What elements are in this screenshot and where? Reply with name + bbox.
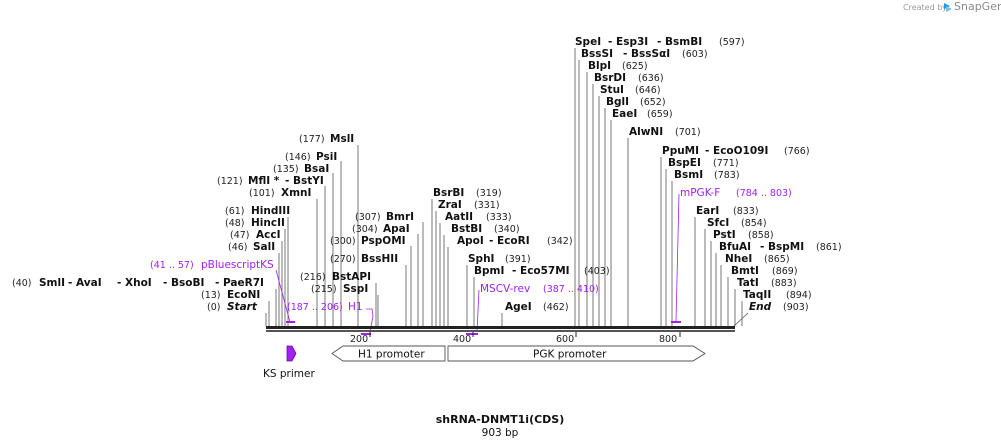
primer-bar-mscv-rev: [466, 333, 478, 335]
tick-label-600: 600: [556, 334, 574, 345]
sequence-backbone: 200 400 600 800: [266, 321, 735, 345]
enzyme-apai[interactable]: (304)ApaI: [352, 223, 410, 235]
enzyme-bpmi[interactable]: BpmI- Eco57MI(403): [474, 265, 610, 277]
enzyme-sali[interactable]: (46)SalI: [228, 241, 275, 253]
enzyme-bstbi[interactable]: BstBI(340): [451, 223, 520, 235]
enzyme-eaei[interactable]: EaeI(659): [612, 108, 673, 120]
enzyme-msli[interactable]: (177)MslI: [299, 133, 354, 145]
enzyme-aatii[interactable]: AatII(333): [445, 211, 512, 223]
enzyme-bmri[interactable]: (307)BmrI: [355, 211, 414, 223]
tick-label-800: 800: [659, 334, 677, 345]
enzyme-agei[interactable]: AgeI(462): [505, 301, 569, 313]
enzyme-eari[interactable]: EarI(833): [696, 205, 759, 217]
tick-label-200: 200: [350, 334, 368, 345]
enzyme-mfli[interactable]: (121)MflI *- BstYI: [217, 175, 324, 187]
enzyme-end[interactable]: End(903): [749, 301, 809, 313]
enzyme-sspi[interactable]: (215)SspI: [311, 283, 368, 295]
enzyme-apoi[interactable]: ApoI- EcoRI(342): [457, 235, 573, 247]
feature-h1-promoter-label: H1 promoter: [358, 349, 425, 361]
enzyme-econi[interactable]: (13)EcoNI: [201, 289, 260, 301]
enzyme-start[interactable]: (0)Start: [207, 301, 258, 313]
primer-bar-pbluescriptks: [286, 321, 295, 323]
map-title: shRNA-DNMT1i(CDS): [436, 413, 565, 426]
primer-bar-mpgk-f: [671, 321, 681, 323]
enzyme-bmti[interactable]: BmtI(869): [731, 265, 798, 277]
enzyme-tati[interactable]: TatI(883): [737, 277, 797, 289]
tick-label-400: 400: [453, 334, 471, 345]
enzyme-xmni[interactable]: (101)XmnI: [249, 187, 311, 199]
brand-label: SnapGene: [954, 0, 1001, 13]
enzyme-bstapi[interactable]: (216)BstAPI: [300, 271, 371, 283]
primer-pbluescriptks[interactable]: (41 .. 57)pBluescriptKS: [150, 259, 274, 271]
enzyme-acci[interactable]: (47)AccI: [230, 229, 280, 241]
primer-pbluescriptks-leader: [275, 269, 291, 323]
primer-labels: (41 .. 57)pBluescriptKS (187 .. 206)H1 M…: [150, 187, 792, 333]
enzyme-bspei[interactable]: BspEI(771): [668, 157, 739, 169]
enzyme-zrai[interactable]: ZraI(331): [438, 199, 500, 211]
enzyme-bsmi[interactable]: BsmI(783): [674, 169, 740, 181]
enzyme-hincii[interactable]: (48)HincII: [225, 217, 285, 229]
enzyme-spei[interactable]: SpeI- Esp3I- BsmBI(597): [575, 36, 745, 48]
enzyme-sphi[interactable]: SphI(391): [468, 253, 531, 265]
enzyme-ppumi[interactable]: PpuMI- EcoO109I(766): [662, 145, 810, 157]
primer-h1[interactable]: (187 .. 206)H1: [287, 301, 363, 313]
enzyme-bsssi[interactable]: BssSI- BssSαI(603): [581, 48, 708, 60]
enzyme-blpi[interactable]: BlpI(625): [588, 60, 648, 72]
enzyme-leader-lines: [265, 48, 749, 327]
enzyme-bgli[interactable]: BglI(652): [606, 96, 666, 108]
enzyme-bfuai[interactable]: BfuAI- BspMI(861): [719, 241, 842, 253]
enzyme-taqii[interactable]: TaqII(894): [743, 289, 812, 301]
feature-ks-primer[interactable]: KS primer: [263, 345, 315, 380]
enzyme-stui[interactable]: StuI(646): [600, 84, 661, 96]
enzyme-hindiii[interactable]: (61)HindIII: [225, 205, 290, 217]
leader-end: [733, 312, 749, 327]
enzyme-pspomi[interactable]: (300)PspOMI: [330, 235, 406, 247]
enzyme-psti[interactable]: PstI(858): [713, 229, 774, 241]
enzyme-smli[interactable]: (40)SmlI- AvaI- XhoI- BsoBI- PaeR7I: [12, 277, 264, 289]
enzyme-nhei[interactable]: NheI(865): [725, 253, 790, 265]
enzyme-alwni[interactable]: AlwNI(701): [629, 126, 701, 138]
primer-mscv-rev-leader: [476, 289, 480, 333]
enzyme-labels: (0)Start (13)EcoNI (40)SmlI- AvaI- XhoI-…: [12, 36, 842, 313]
primer-mpgk-f-leader: [675, 193, 680, 322]
feature-pgk-promoter-label: PGK promoter: [533, 349, 607, 361]
enzyme-bsrdi[interactable]: BsrDI(636): [594, 72, 664, 84]
primer-h1-leader: [366, 308, 374, 333]
created-by-label: Created by: [903, 3, 947, 12]
enzyme-bsai[interactable]: (135)BsaI: [273, 163, 329, 175]
enzyme-bsrbi[interactable]: BsrBI(319): [433, 187, 502, 199]
primer-mscv-rev[interactable]: MSCV-rev(387 .. 410): [480, 283, 599, 295]
feature-ks-primer-label: KS primer: [263, 368, 315, 380]
feature-h1-promoter[interactable]: H1 promoter: [331, 345, 446, 362]
primer-mpgk-f[interactable]: mPGK-F(784 .. 803): [680, 187, 792, 199]
enzyme-psshii[interactable]: (270)BssHII: [330, 253, 398, 265]
enzyme-sfci[interactable]: SfcI(854): [707, 217, 767, 229]
feature-pgk-promoter[interactable]: PGK promoter: [447, 345, 706, 362]
enzyme-psii[interactable]: (146)PsiI: [285, 151, 337, 163]
map-length: 903 bp: [482, 427, 519, 439]
snapgene-logo-icon: [944, 3, 952, 12]
primer-bar-h1: [361, 333, 371, 335]
